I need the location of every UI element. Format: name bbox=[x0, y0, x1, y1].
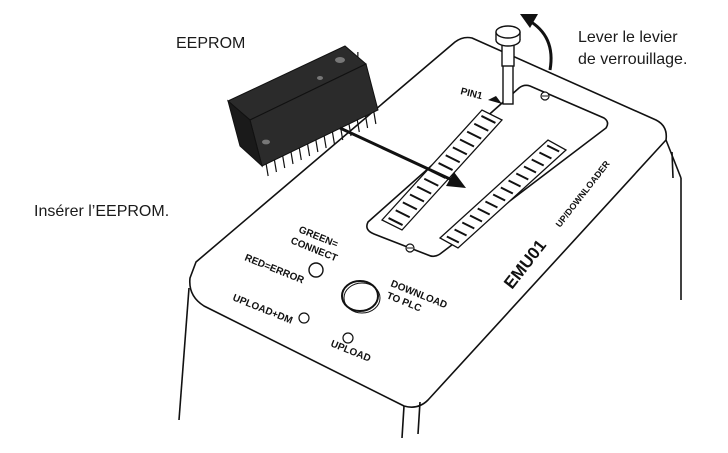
socket-slot bbox=[461, 221, 475, 230]
socket-slot bbox=[395, 209, 411, 219]
socket-slot bbox=[508, 179, 522, 188]
lever-callout-line1: Lever le levier bbox=[578, 29, 678, 46]
lever-base bbox=[502, 61, 514, 105]
socket-slot bbox=[409, 193, 425, 203]
socket-slot bbox=[416, 185, 432, 195]
socket-slot bbox=[546, 144, 560, 153]
socket-slot bbox=[473, 122, 489, 132]
upload-dm-led bbox=[298, 312, 310, 324]
insertion-arrow-icon bbox=[339, 126, 466, 188]
chip-pin bbox=[323, 135, 327, 149]
insert-callout: Insérer l’EEPROM. bbox=[34, 203, 170, 220]
socket-slot bbox=[423, 177, 439, 187]
eeprom-callout: EEPROM bbox=[176, 35, 246, 52]
chip-dot bbox=[262, 139, 270, 145]
pin1-pointer bbox=[488, 96, 502, 104]
socket-slot bbox=[459, 138, 475, 148]
chip-pin bbox=[373, 111, 377, 125]
chip-pin bbox=[356, 119, 360, 133]
eeprom-chip bbox=[227, 45, 379, 177]
status-led bbox=[308, 262, 324, 278]
chip-pin bbox=[273, 159, 278, 173]
zif-socket bbox=[366, 61, 609, 258]
socket-slot bbox=[538, 151, 552, 160]
download-button[interactable] bbox=[341, 280, 379, 312]
socket-slot bbox=[477, 207, 491, 216]
chip-pin bbox=[290, 151, 294, 165]
lock-lever bbox=[495, 25, 521, 67]
curved-arrow-icon bbox=[520, 14, 553, 71]
upload-led bbox=[342, 332, 354, 344]
lever-callout-line2: de verrouillage. bbox=[578, 51, 688, 68]
socket-slot bbox=[466, 130, 482, 140]
chip-notch bbox=[335, 57, 345, 63]
chip-pin bbox=[282, 155, 286, 169]
pin1-label: PIN1 bbox=[459, 86, 484, 102]
chip-pin bbox=[364, 115, 369, 129]
chip-pin bbox=[298, 147, 302, 161]
chip-dot bbox=[317, 76, 323, 80]
socket-slot bbox=[469, 214, 483, 223]
socket-slot bbox=[492, 193, 506, 202]
socket-slot bbox=[515, 172, 529, 181]
socket-slot bbox=[480, 115, 496, 124]
socket-slot bbox=[454, 228, 468, 237]
socket-row-left bbox=[380, 109, 504, 231]
socket-slot bbox=[402, 201, 418, 211]
chip-pin bbox=[306, 143, 311, 157]
socket-slot bbox=[523, 165, 537, 174]
socket-slot bbox=[484, 200, 498, 209]
socket-slot bbox=[452, 146, 468, 156]
chip-pin bbox=[315, 139, 319, 153]
socket-slot bbox=[445, 154, 461, 164]
chip-pin bbox=[265, 163, 269, 177]
socket-slot bbox=[446, 235, 460, 244]
socket-slot bbox=[500, 186, 514, 195]
socket-slot bbox=[531, 158, 545, 167]
socket-slot bbox=[388, 217, 404, 226]
socket-row-right bbox=[438, 139, 568, 249]
chip-pin bbox=[331, 131, 336, 145]
socket-slot bbox=[438, 162, 454, 171]
